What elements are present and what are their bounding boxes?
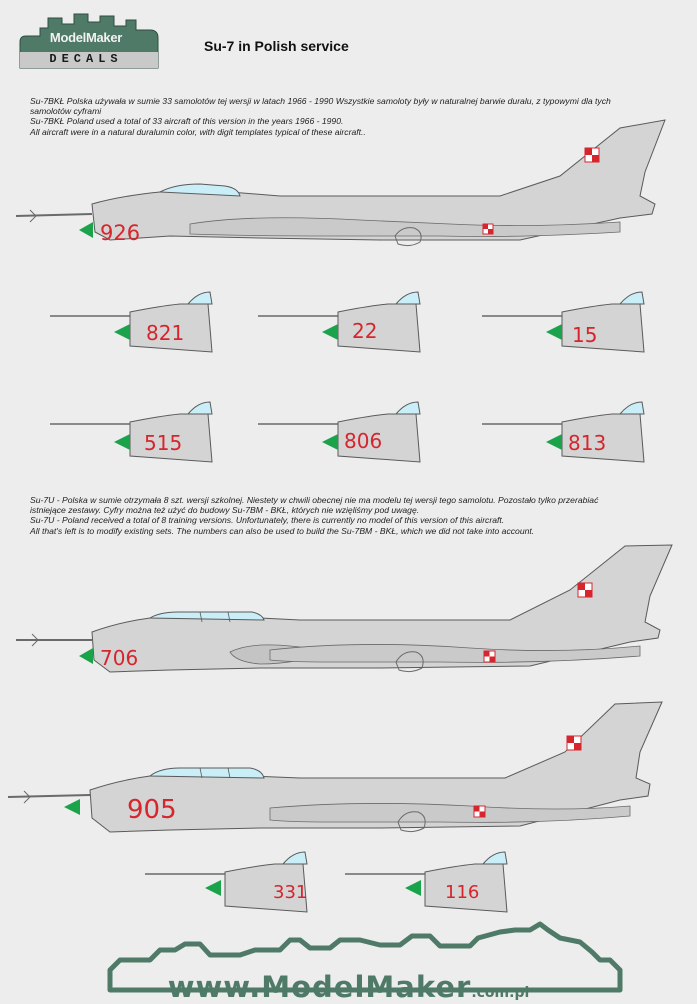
footer-url-tld: .com.pl: [471, 985, 530, 1001]
page-title: Su-7 in Polish service: [204, 38, 349, 54]
nose-22: 22: [258, 291, 421, 353]
nose-cone-mark: [205, 880, 221, 896]
nose-cone-mark: [322, 434, 338, 450]
nose-331: 331: [145, 851, 308, 913]
logo-title: ModelMaker: [49, 30, 123, 45]
aircraft-number: 806: [344, 429, 382, 453]
nose-cone-mark: [79, 648, 93, 664]
nose-cone-mark: [114, 324, 130, 340]
footer-website: www.ModelMaker.com.pl: [0, 970, 697, 1004]
nose-116: 116: [345, 851, 508, 913]
aircraft-number: 905: [127, 795, 177, 825]
aircraft-905-profile: 905: [7, 701, 663, 833]
nose-cone-mark: [546, 434, 562, 450]
aircraft-number: 813: [568, 431, 606, 455]
aircraft-number: 116: [445, 882, 479, 903]
polish-roundel-icon: [482, 223, 494, 235]
aircraft-number: 821: [146, 321, 184, 345]
aircraft-number: 926: [100, 221, 140, 245]
nose-cone-mark: [114, 434, 130, 450]
footer-skyline: [107, 921, 623, 993]
nose-cone-mark: [405, 880, 421, 896]
aircraft-number: 15: [572, 323, 597, 347]
text-line: Su-7U - Poland received a total of 8 tra…: [30, 515, 505, 526]
nose-806: 806: [258, 401, 421, 463]
polish-roundel-icon: [473, 805, 486, 818]
text-line: Su-7BKŁ Poland used a total of 33 aircra…: [30, 116, 344, 127]
aircraft-number: 331: [273, 882, 307, 903]
nose-15: 15: [482, 291, 645, 353]
aircraft-926-profile: 926: [15, 119, 666, 247]
text-line: Su-7BKŁ Polska używała w sumie 33 samolo…: [30, 96, 611, 106]
polish-roundel-icon: [577, 582, 593, 598]
text-line: All aircraft were in a natural duralumin…: [30, 126, 366, 137]
description-su7u: Su-7U - Polska w sumie otrzymała 8 szt. …: [30, 495, 670, 536]
nose-cone-mark: [546, 324, 562, 340]
nose-cone-mark: [79, 222, 93, 238]
nose-821: 821: [50, 291, 213, 353]
text-line: All that's left is to modify existing se…: [30, 525, 535, 536]
nose-515: 515: [50, 401, 213, 463]
polish-roundel-icon: [483, 650, 496, 663]
text-line: istniejące zestawy. Cyfry można też użyć…: [30, 505, 420, 516]
polish-roundel-icon: [584, 147, 600, 163]
nose-cone-mark: [64, 799, 80, 815]
aircraft-number: 706: [100, 646, 138, 670]
nose-813: 813: [482, 401, 645, 463]
nose-cone-mark: [322, 324, 338, 340]
aircraft-706-profile: 706: [16, 544, 673, 673]
description-su7bkl: Su-7BKŁ Polska używała w sumie 33 samolo…: [30, 96, 670, 137]
aircraft-number: 22: [352, 319, 377, 343]
modelmaker-logo: [19, 13, 159, 69]
aircraft-number: 515: [144, 431, 182, 455]
polish-roundel-icon: [566, 735, 582, 751]
footer-url-main: www.ModelMaker: [167, 970, 472, 1004]
logo-subtitle: DECALS: [49, 52, 123, 66]
text-line: samolotów cyframi: [30, 106, 102, 117]
text-line: Su-7U - Polska w sumie otrzymała 8 szt. …: [30, 495, 599, 505]
